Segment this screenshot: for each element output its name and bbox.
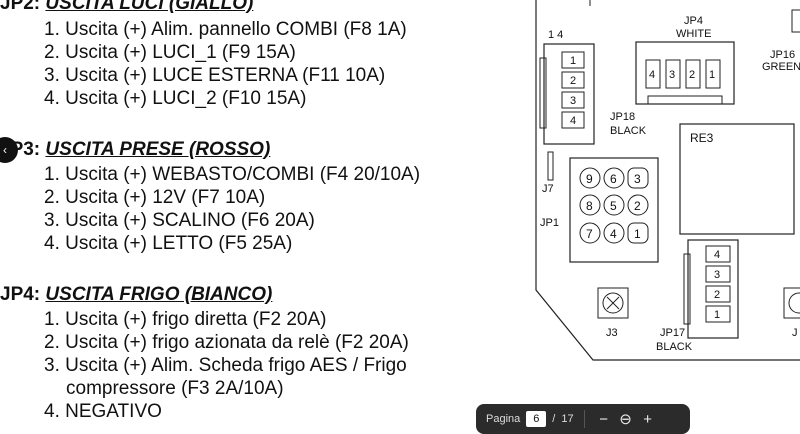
connector-diagram: 1 4 1 2 3 4 JP18 BLACK JP4 WHITE 4 3 2 1 (508, 0, 800, 424)
jp1-pin-label: 5 (610, 199, 617, 213)
section-prefix: JP2: (0, 0, 41, 14)
jp17-color: BLACK (656, 341, 693, 353)
list-item: 4. Uscita (+) LUCI_2 (F10 15A) (44, 88, 307, 109)
jp1-pin-label: 3 (634, 172, 641, 186)
page-total: 17 (561, 413, 574, 425)
section-name: USCITA FRIGO (BIANCO) (45, 284, 273, 305)
jp1-pin-label: 6 (610, 172, 617, 186)
j3-label: J3 (606, 327, 618, 339)
list-item: 2. Uscita (+) frigo azionata da relè (F2… (44, 332, 409, 353)
jp18-top-pins: 1 4 (548, 29, 563, 41)
jp4-pin-label: 4 (649, 69, 655, 81)
list-item: 1. Uscita (+) WEBASTO/COMBI (F4 20/10A) (44, 164, 421, 185)
jp1-pin-label: 9 (586, 172, 593, 186)
section-title-jp2: JP2: USCITA LUCI (GIALLO) (0, 0, 253, 15)
list-item: 1. Uscita (+) frigo diretta (F2 20A) (44, 309, 327, 330)
jp4-pin-label: 1 (709, 69, 715, 81)
jp4-pin-label: 3 (669, 69, 675, 81)
section-name: USCITA PRESE (ROSSO) (45, 139, 271, 160)
list-item: 3. Uscita (+) Alim. Scheda frigo AES / F… (44, 355, 407, 376)
document-page: JP2: USCITA LUCI (GIALLO) 1. Uscita (+) … (0, 0, 421, 422)
jp17-pin-label: 1 (714, 309, 720, 321)
j-right-label: J (792, 327, 798, 339)
chevron-left-icon[interactable]: ‹ (0, 137, 18, 163)
jp16-color: GREEN (762, 61, 800, 73)
section-title-jp4: JP4: USCITA FRIGO (BIANCO) (0, 284, 272, 306)
jp1-pin-label: 2 (634, 199, 641, 213)
jp18-color: BLACK (610, 125, 647, 137)
jp17-label: JP17 (660, 327, 685, 339)
jp17-pin-label: 2 (714, 289, 720, 301)
list-item: compressore (F3 2A/10A) (66, 378, 284, 399)
jp17-pin-label: 4 (714, 249, 720, 261)
jp18-pin-label: 2 (570, 75, 576, 87)
jp4-pin-label: 2 (689, 69, 695, 81)
jp1-pin-label: 4 (610, 227, 617, 241)
diagram-svg: 1 4 1 2 3 4 JP18 BLACK JP4 WHITE 4 3 2 1 (535, 0, 800, 361)
list-item: 2. Uscita (+) 12V (F7 10A) (44, 187, 266, 208)
re3-label: RE3 (690, 131, 714, 145)
zoom-reset-icon[interactable]: ⊖ (619, 411, 632, 428)
jp18-pin-label: 3 (570, 95, 576, 107)
toolbar-divider (583, 410, 585, 428)
jp4-label: JP4 (684, 15, 703, 27)
jp1-pins: 9 6 3 8 5 2 7 4 1 (579, 167, 649, 244)
jp1-pin-label: 1 (634, 227, 641, 241)
section-prefix: JP4: (0, 284, 41, 305)
page-number-input[interactable]: 6 (526, 411, 547, 427)
section-name: USCITA LUCI (GIALLO) (45, 0, 254, 14)
jp17-pin-label: 3 (714, 269, 720, 281)
jp1-label: JP1 (540, 217, 559, 229)
list-item: 2. Uscita (+) LUCI_1 (F9 15A) (44, 42, 296, 63)
page-separator: / (552, 413, 556, 425)
jp17-pins: 4 3 2 1 (705, 245, 731, 323)
page-label: Pagina (486, 413, 521, 425)
jp18-pin-label: 4 (570, 115, 576, 127)
list-item: 3. Uscita (+) SCALINO (F6 20A) (44, 210, 315, 231)
list-item: 3. Uscita (+) LUCE ESTERNA (F11 10A) (44, 65, 386, 86)
list-item: 4. NEGATIVO (44, 401, 162, 422)
jp4-pins: 4 3 2 1 (645, 59, 721, 89)
jp18-pins: 1 2 3 4 (561, 51, 585, 129)
page-navigation-toolbar: Pagina 6 / 17 − ⊖ + (476, 404, 690, 434)
zoom-in-button[interactable]: + (643, 410, 652, 428)
jp18-label: JP18 (610, 111, 635, 123)
jp18-pin-label: 1 (570, 55, 576, 67)
zoom-out-button[interactable]: − (599, 410, 608, 428)
jp1-pin-label: 8 (586, 199, 593, 213)
section-title-jp3: JP3: USCITA PRESE (ROSSO) (0, 139, 270, 161)
jp4-color: WHITE (676, 28, 711, 40)
jp1-pin-label: 7 (586, 227, 593, 241)
j7-label: J7 (542, 183, 554, 195)
list-item: 1. Uscita (+) Alim. pannello COMBI (F8 1… (44, 19, 407, 40)
jp16-label: JP16 (770, 49, 795, 61)
list-item: 4. Uscita (+) LETTO (F5 25A) (44, 233, 293, 254)
